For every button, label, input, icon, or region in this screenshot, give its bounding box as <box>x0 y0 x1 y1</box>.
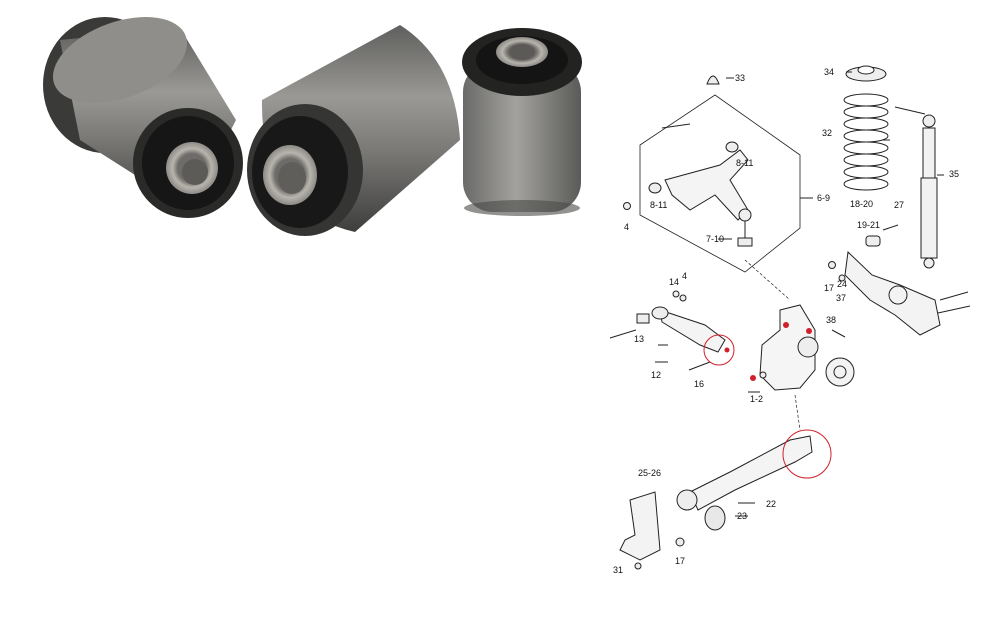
label-4-mid: 4 <box>682 271 687 281</box>
label-38: 38 <box>826 315 836 325</box>
label-4-top: 4 <box>624 222 629 232</box>
highlight-dot-4 <box>724 347 730 353</box>
label-17-bottom: 17 <box>675 556 685 566</box>
label-25-26: 25-26 <box>638 468 661 478</box>
highlight-circles <box>703 322 832 479</box>
label-17-mid: 17 <box>824 283 834 293</box>
highlight-dot-2 <box>783 322 789 328</box>
suspension-diagram <box>609 65 971 570</box>
label-19-21: 19-21 <box>857 220 880 230</box>
label-24: 24 <box>837 279 847 289</box>
label-27: 27 <box>894 200 904 210</box>
label-7-10: 7-10 <box>706 234 724 244</box>
label-14: 14 <box>669 277 679 287</box>
label-6-9: 6-9 <box>817 193 830 203</box>
highlight-circle-left <box>703 334 735 366</box>
label-1-2: 1-2 <box>750 394 763 404</box>
bushing-small-icon <box>462 28 582 216</box>
label-34: 34 <box>824 67 834 77</box>
label-23: 23 <box>737 511 747 521</box>
part-labels: 33 34 32 35 8-11 8-11 6-9 4 7-10 18-20 1… <box>613 67 959 575</box>
highlight-dot-1 <box>750 375 756 381</box>
label-35: 35 <box>949 169 959 179</box>
label-12: 12 <box>651 370 661 380</box>
highlight-circle-bottom <box>782 429 832 479</box>
label-18-20: 18-20 <box>850 199 873 209</box>
highlight-dot-3 <box>806 328 812 334</box>
label-31: 31 <box>613 565 623 575</box>
label-32: 32 <box>822 128 832 138</box>
label-8-11-left: 8-11 <box>650 200 667 210</box>
bushing-large-flanged-icon <box>43 17 243 218</box>
label-16: 16 <box>694 379 704 389</box>
label-33: 33 <box>735 73 745 83</box>
bushing-large-icon <box>247 25 460 236</box>
label-22: 22 <box>766 499 776 509</box>
label-37: 37 <box>836 293 846 303</box>
label-13: 13 <box>634 334 644 344</box>
label-8-11-top: 8-11 <box>736 158 753 168</box>
